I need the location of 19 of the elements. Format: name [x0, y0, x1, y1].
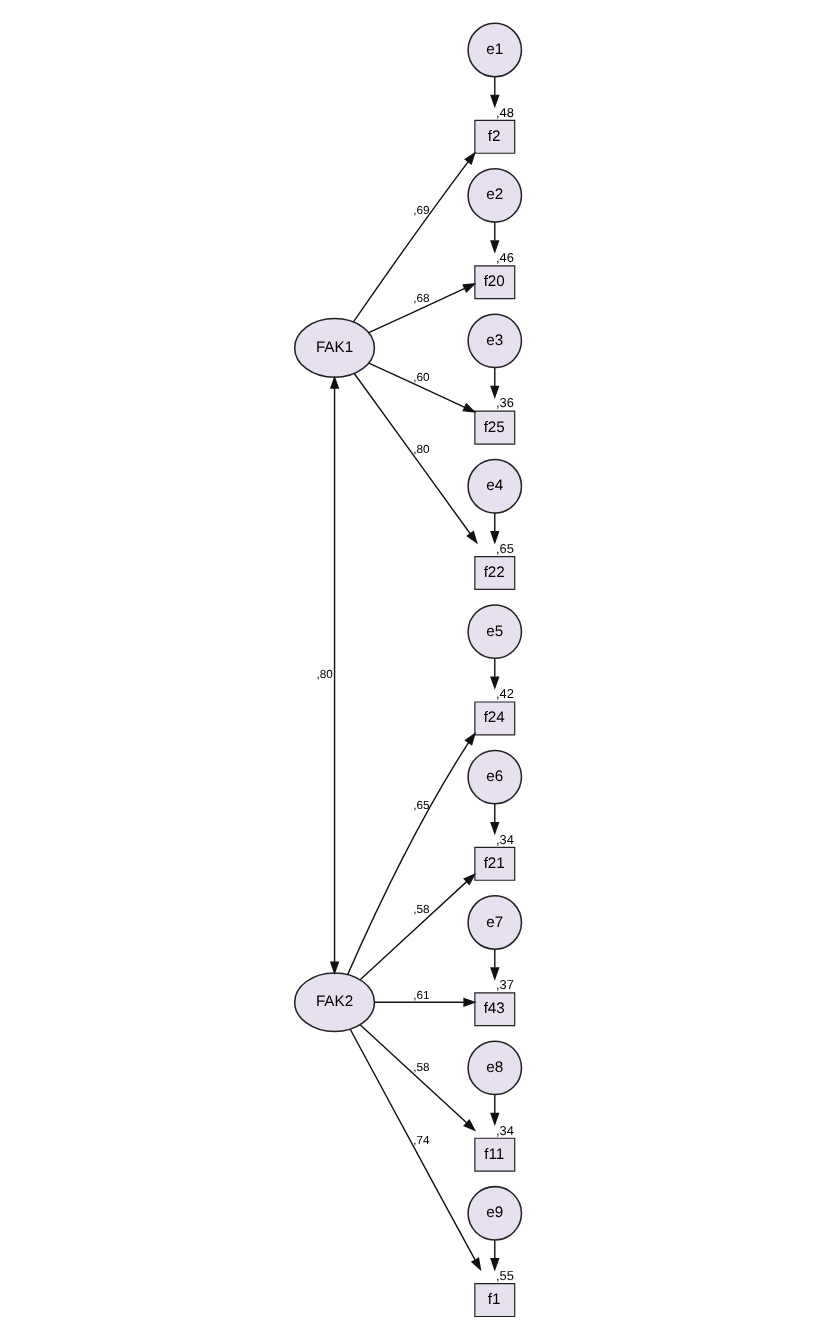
- arrow: [489, 948, 499, 981]
- arrow: [352, 373, 477, 545]
- arrow: [489, 1093, 499, 1127]
- arrow: [489, 1239, 499, 1272]
- arrow: [489, 512, 499, 545]
- arrow: [489, 803, 499, 836]
- arrow: [328, 375, 339, 975]
- arrow: [373, 997, 476, 1007]
- arrow: [358, 872, 476, 981]
- arrow: [367, 283, 476, 334]
- arrow: [346, 732, 475, 976]
- arrow: [489, 657, 499, 690]
- arrow: [489, 221, 499, 254]
- arrow: [489, 366, 499, 400]
- arrow: [351, 151, 475, 323]
- arrow: [358, 1024, 476, 1132]
- arrow: [367, 362, 476, 413]
- arrow: [348, 1028, 481, 1272]
- arrow: [489, 76, 499, 109]
